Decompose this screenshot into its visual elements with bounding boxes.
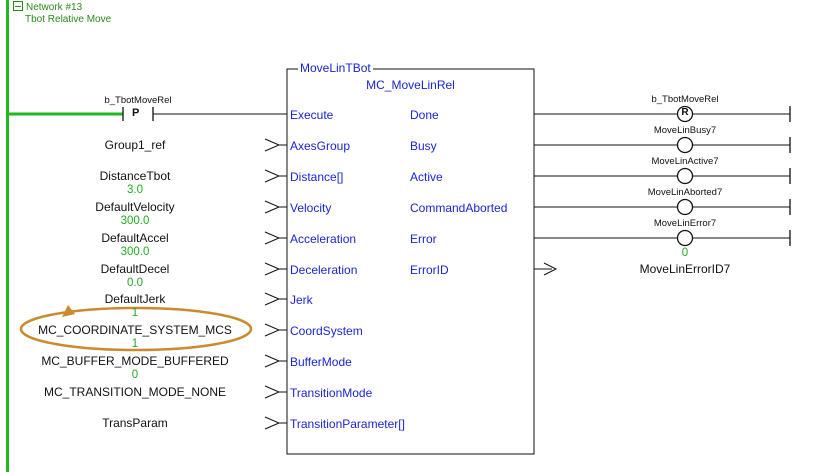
pin-distance: Distance[] [290,170,344,184]
velocity-var[interactable]: DefaultVelocity [95,200,175,214]
aborted-coil-label[interactable]: MoveLinAborted7 [647,187,723,198]
active-coil-label[interactable]: MoveLinActive7 [651,156,719,167]
pin-buffer-mode: BufferMode [290,355,352,369]
coord-system-var[interactable]: MC_COORDINATE_SYSTEM_MCS [38,323,232,337]
error-id-var[interactable]: MoveLinErrorID7 [639,262,731,276]
transition-mode-var[interactable]: MC_TRANSITION_MODE_NONE [43,385,227,399]
fb-instance-name[interactable]: MoveLinTBot [298,61,373,75]
pin-error-id: ErrorID [410,263,449,277]
coil-type-r: R [681,107,689,118]
accel-value: 300.0 [120,246,150,258]
coil-done [676,105,694,123]
fb-type-name: MC_MoveLinRel [366,78,455,92]
pin-axes-group: AxesGroup [290,139,351,153]
busy-coil-label[interactable]: MoveLinBusy7 [653,125,717,136]
pin-error: Error [410,232,437,246]
pin-transition-mode: TransitionMode [290,386,373,400]
buffer-mode-value: 0 [131,369,139,381]
input-connectors [264,138,287,430]
pin-transition-parameter: TransitionParameter[] [290,417,405,431]
pin-deceleration: Deceleration [290,263,358,277]
network-comment: Tbot Relative Move [25,14,112,25]
highlight-tail [62,305,75,317]
error-id-value: 0 [681,247,689,259]
coil-aborted [676,198,694,216]
contact-type-p: P [132,107,140,119]
distance-var[interactable]: DistanceTbot [99,169,171,183]
jerk-value: 1 [131,307,139,319]
done-coil-label[interactable]: b_TbotMoveRel [651,94,719,105]
pin-busy: Busy [410,139,437,153]
error-coil-label[interactable]: MoveLinError7 [653,218,717,229]
function-block-box [286,68,535,455]
decel-value: 0.0 [127,277,143,289]
coil-active [676,167,694,185]
network-title: Network #13 [26,2,83,13]
pin-velocity: Velocity [290,201,332,215]
coil-error [676,229,694,247]
highlight-ellipse [19,306,253,352]
pin-done: Done [410,108,439,122]
decel-var[interactable]: DefaultDecel [100,262,170,276]
axes-group-var[interactable]: Group1_ref [104,138,166,152]
pin-coord-system: CoordSystem [290,324,363,338]
buffer-mode-var[interactable]: MC_BUFFER_MODE_BUFFERED [41,354,229,368]
network-header[interactable]: Network #13 [13,1,82,14]
distance-value: 3.0 [127,184,143,196]
pin-active: Active [410,170,443,184]
collapse-icon[interactable] [13,1,23,12]
output-wires [534,113,790,276]
coil-busy [676,136,694,154]
pin-execute: Execute [290,108,334,122]
left-power-rail [6,0,9,472]
pin-jerk: Jerk [290,293,313,307]
pin-acceleration: Acceleration [290,232,357,246]
execute-contact-label[interactable]: b_TbotMoveRel [104,95,172,106]
coord-system-value: 1 [131,338,139,350]
jerk-var[interactable]: DefaultJerk [104,292,166,306]
trans-param-var[interactable]: TransParam [102,416,168,430]
velocity-value: 300.0 [120,215,150,227]
pin-command-aborted: CommandAborted [410,201,508,215]
accel-var[interactable]: DefaultAccel [101,231,169,245]
